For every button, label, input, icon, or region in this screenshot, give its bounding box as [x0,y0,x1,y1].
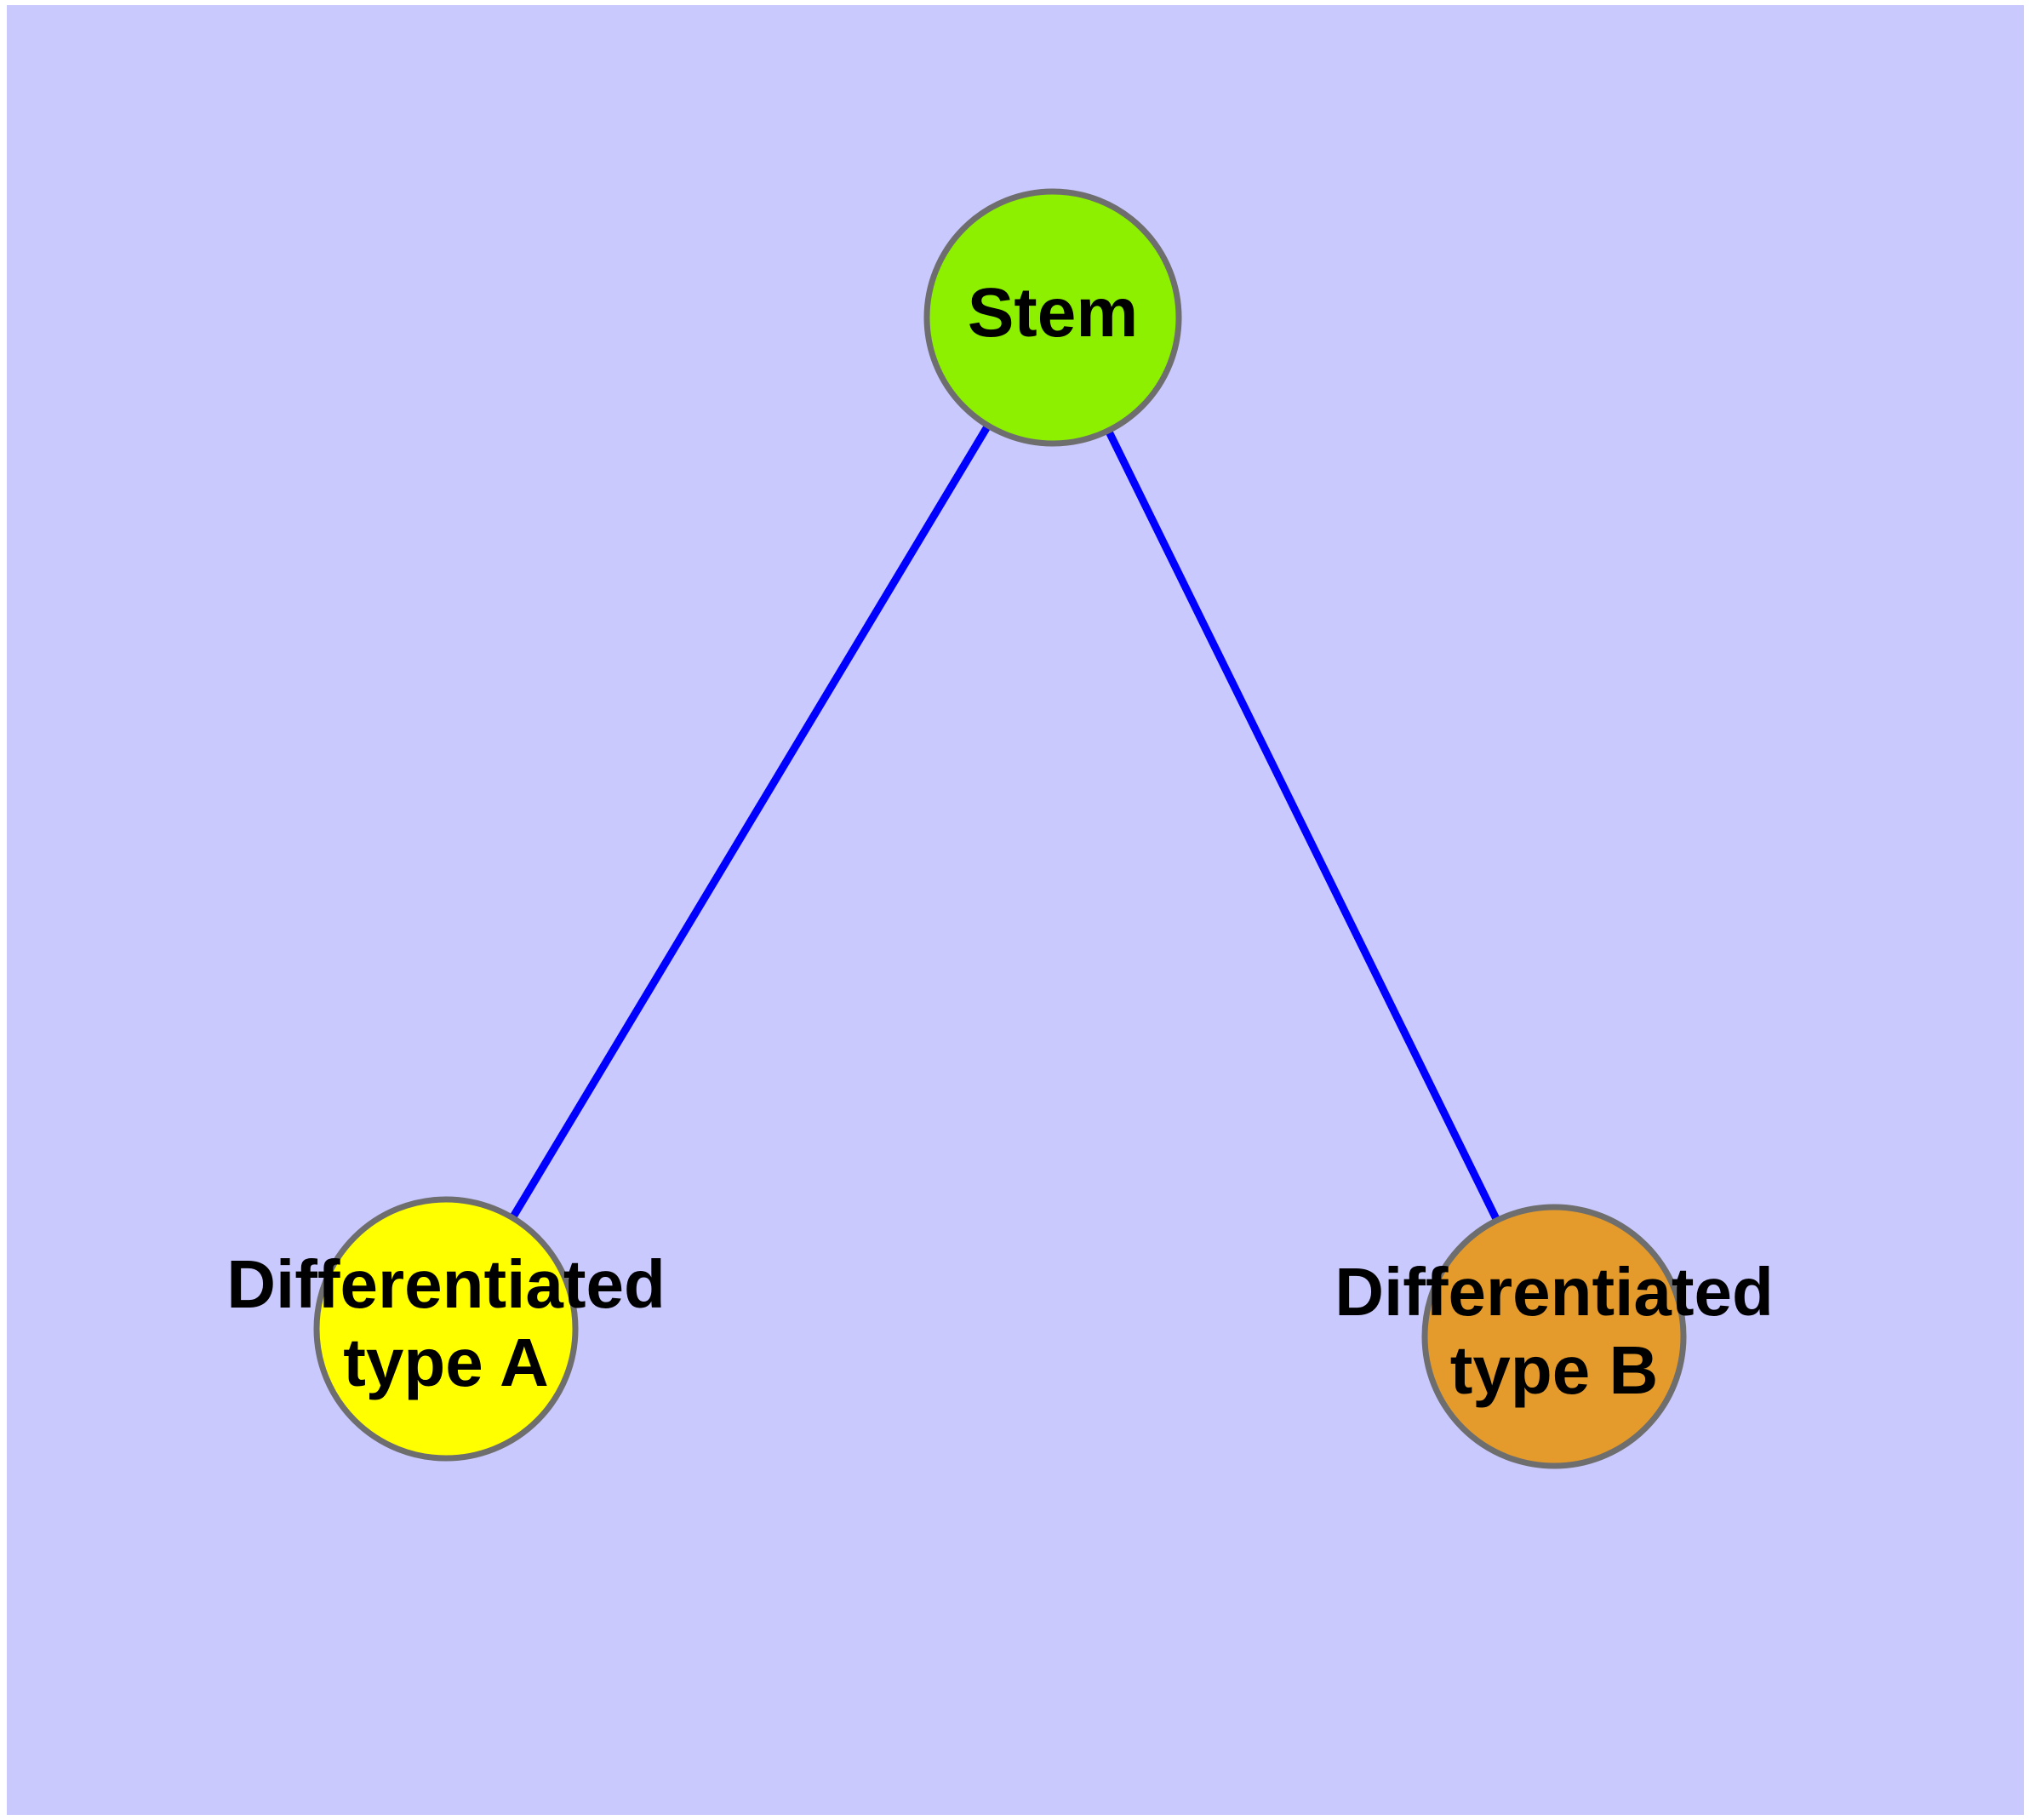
node-circle-diff_b[interactable] [1421,1204,1687,1469]
node-label-line: type B [1450,1332,1659,1408]
node-circle-diff_a[interactable] [313,1196,579,1462]
node-label-line: type A [343,1325,549,1400]
node-circle-stem[interactable] [923,188,1182,447]
node-label-line: Stem [968,274,1139,352]
edges-layer [507,421,1502,1226]
edge-stem-diff-b[interactable] [1103,426,1502,1226]
node-label-stem: Stem [968,274,1139,352]
node-label-line: Differentiated [1335,1254,1774,1330]
graph-node-stem[interactable]: Stem [923,188,1182,447]
node-label-line: Differentiated [226,1246,666,1322]
edge-stem-diff-a[interactable] [507,421,993,1223]
